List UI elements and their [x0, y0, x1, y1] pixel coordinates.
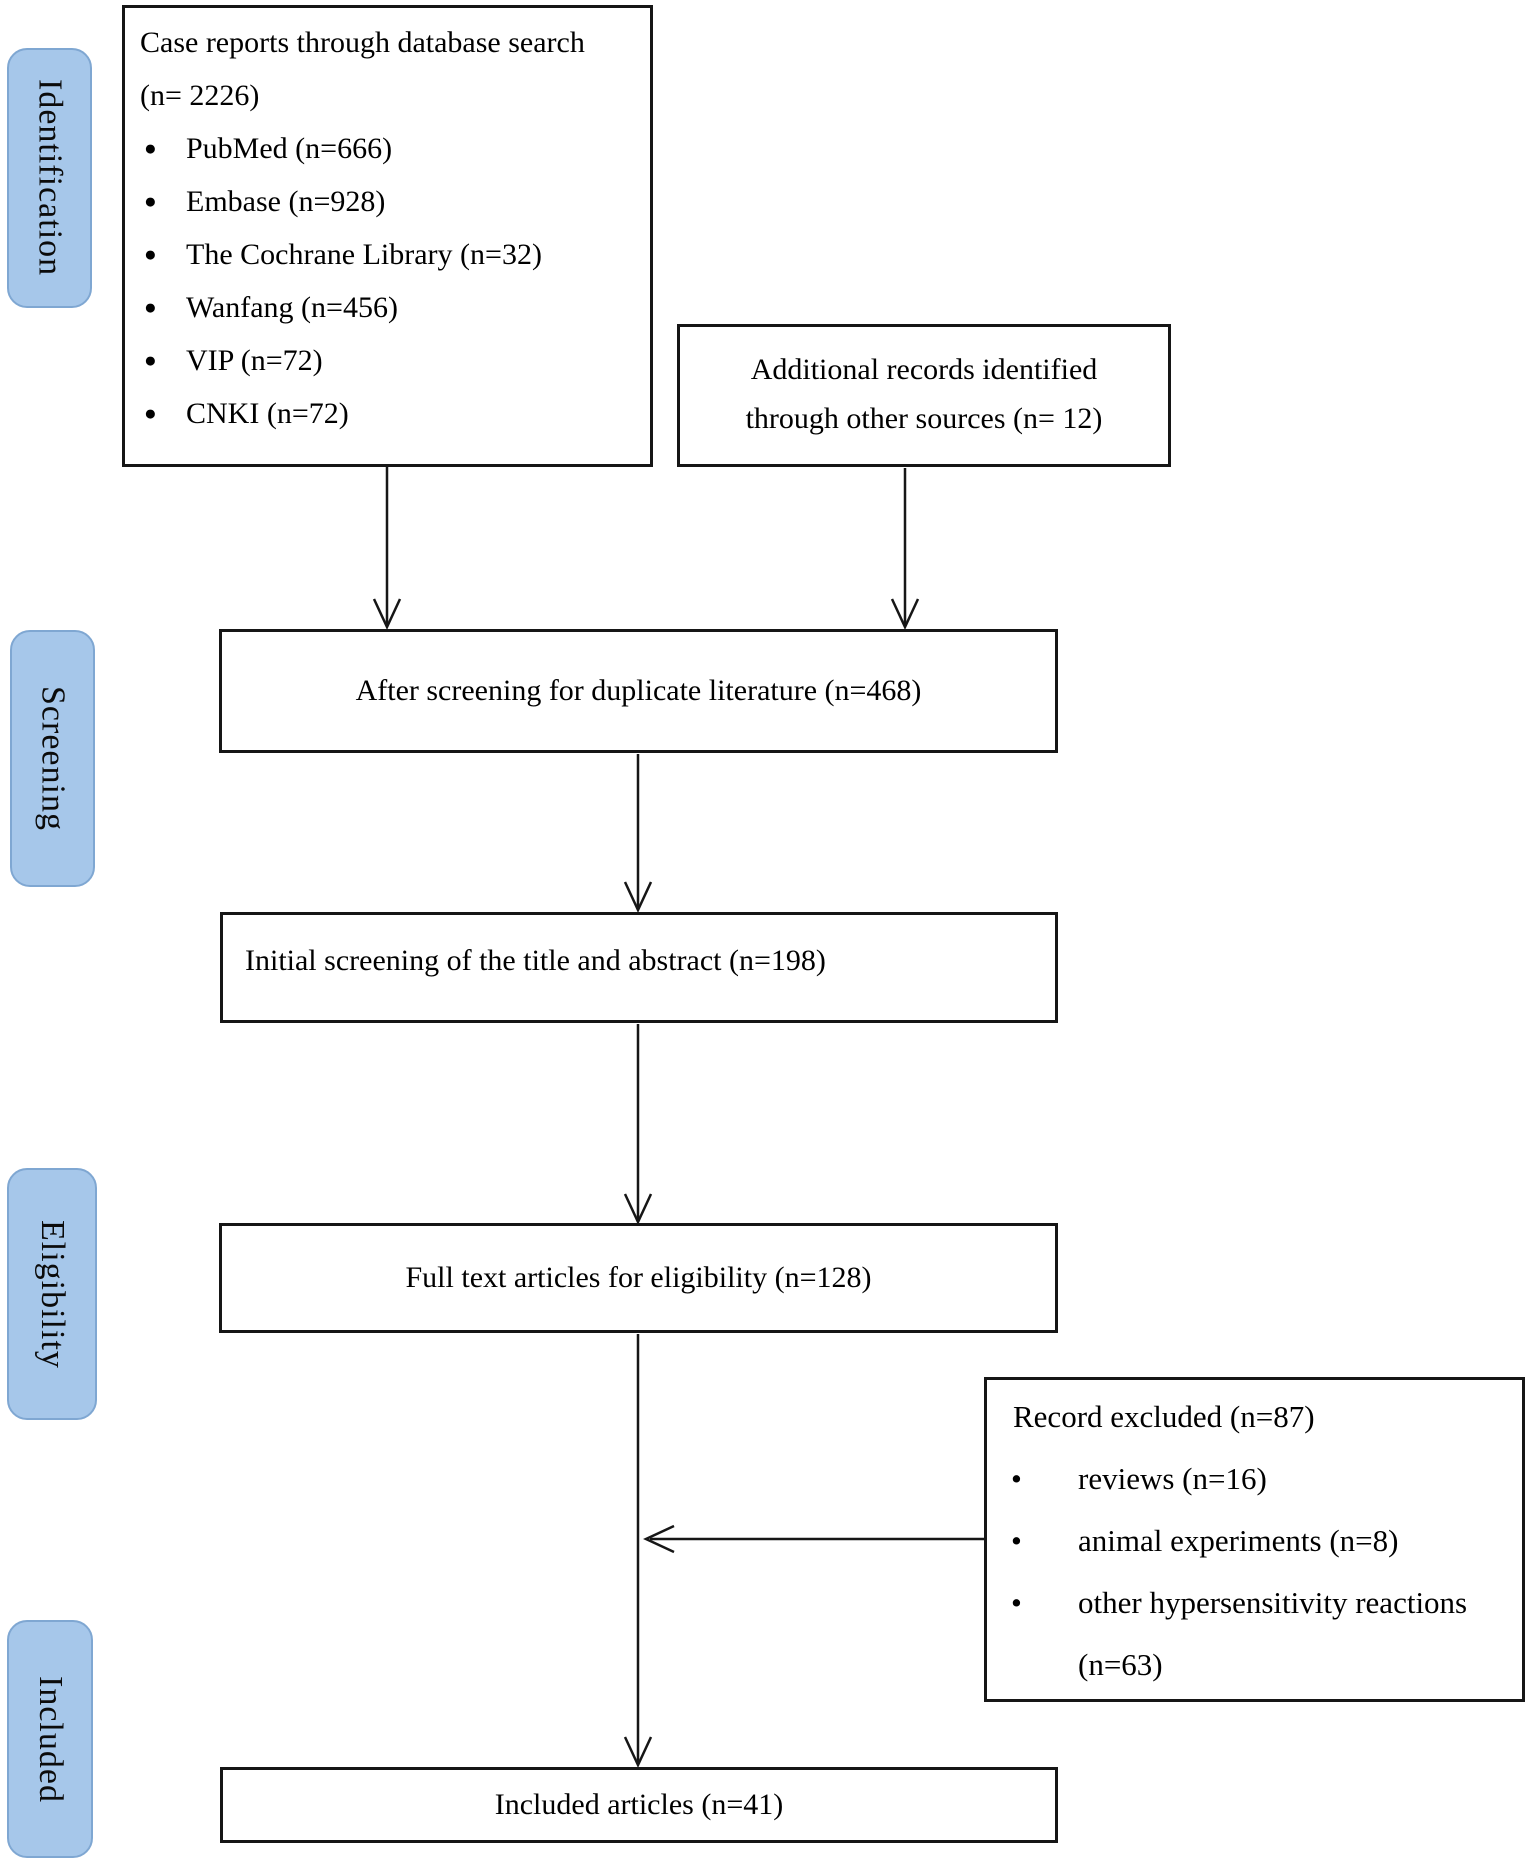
included-articles-box: Included articles (n=41)	[220, 1767, 1058, 1843]
arrow-dedup-to-initial	[623, 754, 653, 913]
database-search-box: Case reports through database search (n=…	[122, 5, 653, 467]
list-item-text: The Cochrane Library (n=32)	[186, 237, 542, 271]
list-item: ● CNKI (n=72)	[125, 387, 642, 440]
stage-label-text: Screening	[34, 686, 72, 831]
bullet-icon: ●	[144, 189, 157, 214]
list-item-text: animal experiments (n=8)	[1078, 1523, 1399, 1558]
list-item-text: Embase (n=928)	[186, 184, 386, 218]
list-item: • other hypersensitivity reactions (n=63…	[987, 1572, 1522, 1696]
duplicate-screening-box: After screening for duplicate literature…	[219, 629, 1058, 753]
box-text: Included articles (n=41)	[494, 1788, 784, 1822]
bullet-icon: ●	[144, 242, 157, 267]
list-item-text: CNKI (n=72)	[186, 396, 349, 430]
full-text-eligibility-box: Full text articles for eligibility (n=12…	[219, 1223, 1058, 1333]
box-text: Initial screening of the title and abstr…	[245, 943, 826, 977]
box-text: Full text articles for eligibility (n=12…	[405, 1261, 872, 1295]
list-item-text: other hypersensitivity reactions (n=63)	[1078, 1585, 1468, 1682]
bullet-icon: •	[1011, 1585, 1022, 1620]
additional-records-box: Additional records identified through ot…	[677, 324, 1171, 467]
box-title: Record excluded (n=87)	[1013, 1399, 1315, 1434]
list-item-text: PubMed (n=666)	[186, 131, 393, 165]
stage-label-text: Identification	[31, 79, 69, 277]
list-item: • reviews (n=16)	[987, 1448, 1522, 1510]
arrow-fulltext-to-included	[623, 1334, 653, 1768]
stage-label-text: Eligibility	[34, 1219, 71, 1369]
bullet-icon: ●	[144, 136, 157, 161]
bullet-icon: •	[1011, 1523, 1022, 1558]
list-item-text: Wanfang (n=456)	[186, 290, 398, 324]
box-text: Additional records identified through ot…	[745, 353, 1103, 435]
box-text: After screening for duplicate literature…	[355, 674, 922, 708]
bullet-icon: ●	[144, 348, 157, 373]
bullet-icon: ●	[144, 401, 157, 426]
arrow-excluded-to-flow	[643, 1524, 984, 1554]
box-count: (n= 2226)	[140, 78, 260, 112]
stage-label-eligibility: Eligibility	[7, 1168, 97, 1420]
stage-label-text: Included	[32, 1675, 69, 1803]
stage-label-identification: Identification	[7, 48, 92, 308]
box-title: Case reports through database search	[140, 25, 585, 59]
list-item: ● Embase (n=928)	[125, 175, 642, 228]
arrow-database-to-dedup	[372, 466, 402, 630]
bullet-icon: ●	[144, 295, 157, 320]
list-item-text: reviews (n=16)	[1078, 1461, 1267, 1496]
arrow-additional-to-dedup	[890, 468, 920, 630]
bullet-icon: •	[1011, 1461, 1022, 1496]
list-item: ● Wanfang (n=456)	[125, 281, 642, 334]
stage-label-included: Included	[7, 1620, 93, 1858]
list-item: ● PubMed (n=666)	[125, 122, 642, 175]
records-excluded-box: Record excluded (n=87) • reviews (n=16) …	[984, 1377, 1525, 1702]
arrow-initial-to-fulltext	[623, 1024, 653, 1225]
stage-label-screening: Screening	[10, 630, 95, 887]
initial-screening-box: Initial screening of the title and abstr…	[220, 912, 1058, 1023]
list-item: ● VIP (n=72)	[125, 334, 642, 387]
list-item-text: VIP (n=72)	[186, 343, 323, 377]
list-item: ● The Cochrane Library (n=32)	[125, 228, 642, 281]
list-item: • animal experiments (n=8)	[987, 1510, 1522, 1572]
